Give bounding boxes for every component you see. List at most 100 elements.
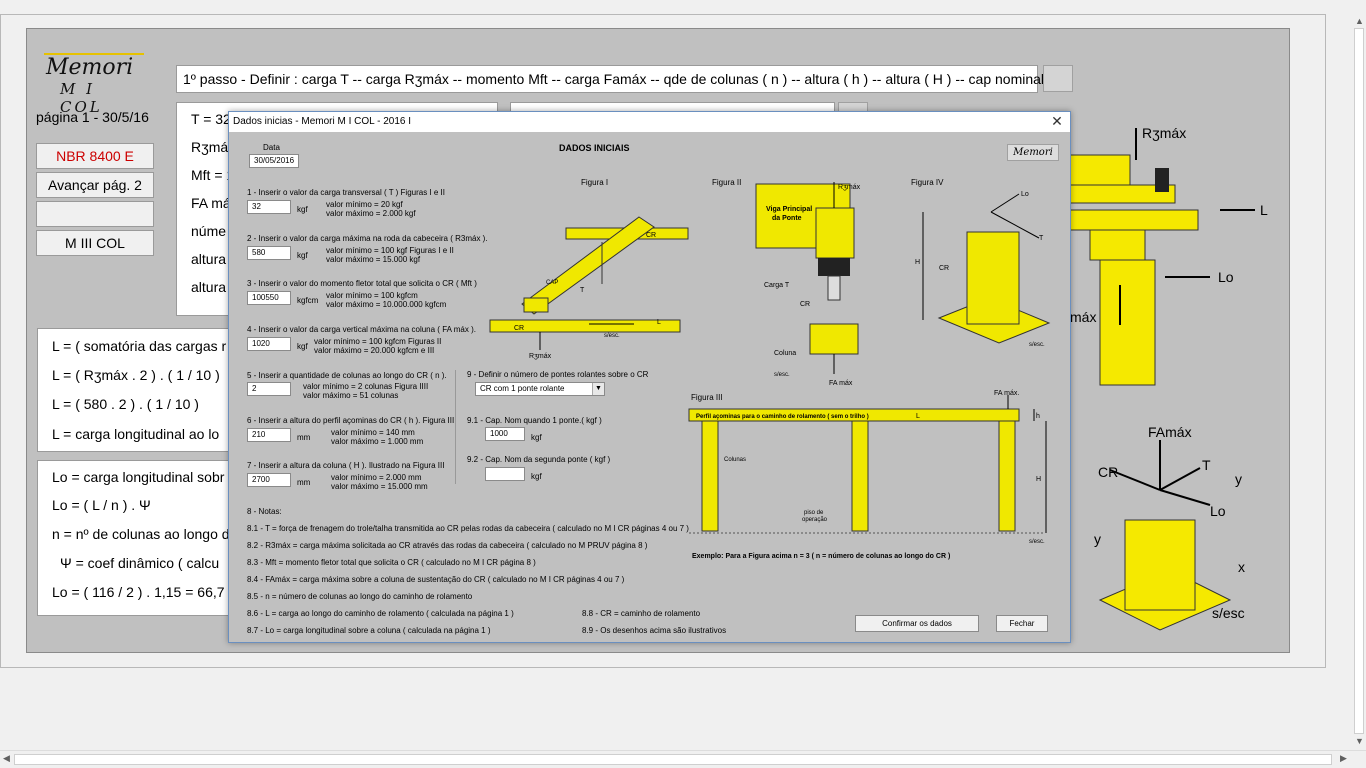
q1-min: valor mínimo = 20 kgf — [326, 200, 403, 209]
note-8-5: 8.5 - n = número de colunas ao longo do … — [247, 592, 473, 601]
fig4-t-label: T — [1039, 235, 1044, 242]
q1-unit: kgf — [297, 205, 308, 214]
note-8-9: 8.9 - Os desenhos acima são ilustrativos — [582, 626, 727, 635]
q3-unit: kgfcm — [297, 296, 319, 305]
h-input[interactable]: 210 — [247, 428, 291, 442]
formula-line: L = ( 580 . 2 ) . ( 1 / 10 ) — [52, 396, 199, 412]
fig3-famax-label: FA máx. — [994, 390, 1019, 397]
formula-line: L = carga longitudinal ao lo — [52, 426, 220, 442]
figure-1-label: Figura I — [581, 178, 609, 187]
column-3d — [1124, 519, 1196, 611]
vertical-scroll-thumb[interactable] — [1354, 28, 1364, 734]
fig4-lo-label: Lo — [1021, 191, 1029, 198]
q5-label: 5 - Inserir a quantidade de colunas ao l… — [247, 371, 447, 380]
fig1-cr2-label: CR — [514, 325, 524, 332]
value-line: altura — [191, 279, 227, 295]
advance-page-button[interactable]: Avançar pág. 2 — [36, 172, 154, 198]
note-8-4: 8.4 - FAmáx = carga máxima sobre a colun… — [247, 575, 625, 584]
fig3-colunas-label: Colunas — [724, 457, 746, 463]
t-input[interactable]: 32 — [247, 200, 291, 214]
date-field[interactable]: 30/05/2016 — [249, 154, 299, 168]
q7-unit: mm — [297, 478, 311, 487]
r3max-input[interactable]: 580 — [247, 246, 291, 260]
n-input[interactable]: 2 — [247, 382, 291, 396]
fig2-cargat-label: Carga T — [764, 282, 790, 289]
formula-line: L = ( somatória das cargas r — [52, 338, 227, 354]
fig2-wheel-block — [815, 207, 855, 259]
note-8-8: 8.8 - CR = caminho de rolamento — [582, 609, 701, 618]
fig2-sesc-label: s/esc. — [774, 372, 790, 378]
background-crane-drawing: Rʒmáx L Lo máx FAmáx CR T y Lo y x s/esc — [1069, 125, 1268, 631]
famax-input[interactable]: 1020 — [247, 337, 291, 351]
blank-button[interactable] — [36, 201, 154, 227]
fig2-column — [809, 323, 859, 355]
mft-input[interactable]: 100550 — [247, 291, 291, 305]
label-famax: FAmáx — [1148, 424, 1192, 440]
label-lo-2: Lo — [1210, 503, 1226, 519]
crane-beam-low — [1089, 229, 1146, 261]
scroll-up-icon[interactable]: ▲ — [1355, 16, 1364, 26]
label-l: L — [1260, 202, 1268, 218]
arrow-t — [1159, 467, 1201, 491]
q91-label: 9.1 - Cap. Nom quando 1 ponte.( kgf ) — [467, 416, 602, 425]
step-square-button[interactable] — [1043, 65, 1073, 92]
fig1-t-label: T — [580, 287, 585, 294]
figure-2-drawing: Rʒmáx Viga Principal da Ponte Carga T CR… — [755, 182, 861, 387]
memori-mini-logo: Memori — [1007, 144, 1059, 161]
q4-max: valor máximo = 20.000 kgfcm e III — [314, 346, 435, 355]
page-label: página 1 - 30/5/16 — [36, 109, 149, 125]
scroll-left-icon[interactable]: ◀ — [3, 753, 10, 763]
scroll-down-icon[interactable]: ▼ — [1355, 736, 1364, 746]
logo-line2: M I COL — [60, 80, 103, 116]
fig3-exemplo-label: Exemplo: Para a Figura acima n = 3 ( n =… — [692, 553, 950, 560]
confirm-data-button[interactable]: Confirmar os dados — [855, 615, 979, 632]
q7-min: valor mínimo = 2.000 mm — [331, 473, 422, 482]
fig4-arrow-t — [990, 211, 1040, 239]
q9-label: 9 - Definir o número de pontes rolantes … — [467, 370, 649, 379]
horizontal-scrollbar[interactable]: ◀ ▶ — [0, 750, 1366, 768]
fig2-coluna-label: Coluna — [774, 350, 796, 357]
figure-4-drawing: Lo T H CR s/esc. — [915, 191, 1051, 348]
horizontal-scroll-thumb[interactable] — [14, 754, 1332, 765]
formula-line: Lo = ( L / n ) . Ψ — [52, 497, 151, 513]
close-icon[interactable]: ✕ — [1051, 113, 1063, 129]
scroll-right-icon[interactable]: ▶ — [1340, 753, 1347, 763]
formula-line: Lo = ( 116 / 2 ) . 1,15 = 66,7 k — [52, 584, 236, 600]
step-instruction-bar: 1º passo - Definir : carga T -- carga Rʒ… — [176, 65, 1044, 93]
fig2-viga-label: Viga Principal — [766, 206, 812, 213]
q1-max: valor máximo = 2.000 kgf — [326, 209, 416, 218]
bridge-count-select[interactable]: CR com 1 ponte rolante ▼ — [475, 382, 605, 396]
dialog-title: Dados inicias - Memori M I COL - 2016 I — [229, 112, 1070, 132]
q4-min: valor mínimo = 100 kgfcm Figuras II — [314, 337, 442, 346]
nbr-8400-button[interactable]: NBR 8400 E — [36, 143, 154, 169]
column-drawing — [1099, 259, 1156, 386]
vertical-scrollbar[interactable]: ▲ ▼ — [1352, 14, 1366, 750]
note-8-3: 8.3 - Mft = momento fletor total que sol… — [247, 558, 536, 567]
fig2-viga2-label: da Ponte — [772, 215, 802, 222]
figure-3-drawing: Perfil açominas para o caminho de rolame… — [688, 390, 1047, 560]
m3-col-button[interactable]: M III COL — [36, 230, 154, 256]
cap-nom1-input[interactable]: 1000 — [485, 427, 525, 441]
figure-2-label: Figura II — [712, 178, 742, 187]
crane-beam-mid — [1069, 209, 1199, 231]
cap-nom2-input[interactable] — [485, 467, 525, 481]
select-value: CR com 1 ponte rolante — [480, 384, 565, 393]
fig1-diagonal — [521, 216, 655, 315]
fig3-piso-label: piso de — [804, 510, 824, 516]
fig3-h-label: h — [1036, 413, 1040, 420]
note-8-2: 8.2 - R3máx = carga máxima solicitada ao… — [247, 541, 648, 550]
q2-label: 2 - Inserir o valor da carga máxima na r… — [247, 234, 488, 243]
H-input[interactable]: 2700 — [247, 473, 291, 487]
label-r3max: Rʒmáx — [1142, 125, 1186, 141]
note-8-6: 8.6 - L = carga ao longo do caminho de r… — [247, 609, 514, 618]
fig1-sesc-label: s/esc. — [604, 333, 620, 339]
note-8-1: 8.1 - T = força de frenagem do trole/tal… — [247, 524, 689, 533]
formula-line: Ψ = coef dinâmico ( calcu — [60, 555, 220, 571]
fig3-H-label: H — [1036, 476, 1041, 483]
fig3-sesc-label: s/esc. — [1029, 539, 1045, 545]
initial-data-dialog: Dados inicias - Memori M I COL - 2016 I … — [228, 111, 1071, 643]
q2-min: valor mínimo = 100 kgf Figuras I e II — [326, 246, 454, 255]
close-button[interactable]: Fechar — [996, 615, 1048, 632]
arrow-cr — [1109, 469, 1161, 491]
label-t: T — [1202, 457, 1211, 473]
